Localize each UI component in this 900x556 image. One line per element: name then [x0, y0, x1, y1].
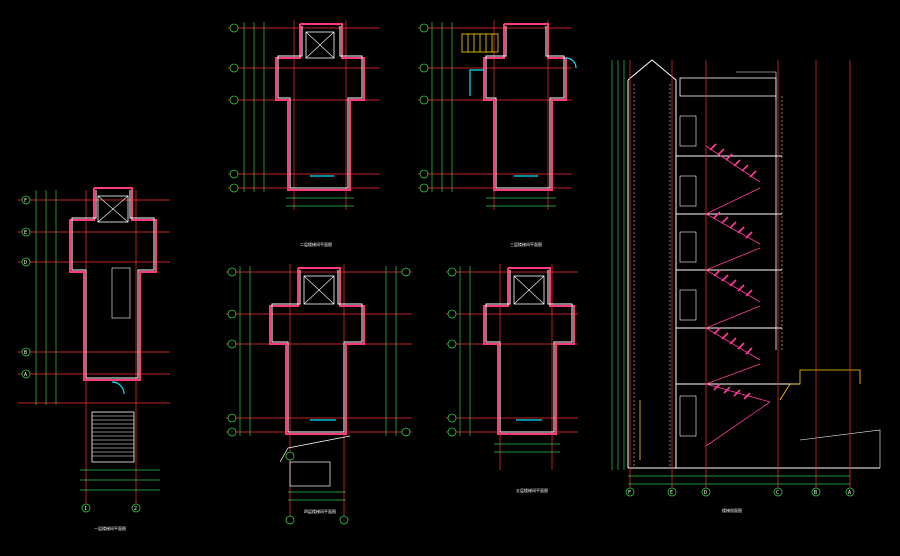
axis-bubble-label: D [704, 490, 707, 496]
axis-bubble-label: B [24, 350, 27, 356]
plan-upper-a: 二层楼梯间平面图 [228, 20, 380, 247]
exterior-steps [91, 411, 135, 463]
plan-caption: 二层楼梯间平面图 [300, 241, 332, 247]
axis-bubble-label: D [24, 260, 27, 266]
plan-upper-d: 五层楼梯间平面图 [446, 264, 578, 493]
plan-upper-b: 三层楼梯间平面图 [418, 20, 577, 247]
axis-bubble-label: E [24, 230, 27, 236]
axis-bubble-label: A [848, 490, 851, 496]
stair-treads [709, 143, 757, 400]
plan-caption: 五层楼梯间平面图 [516, 487, 548, 493]
section: F E D C B A 楼梯剖面图 [611, 59, 881, 513]
axis-bubble-label: B [814, 490, 817, 496]
plan-caption: 一层楼梯间平面图 [94, 525, 126, 531]
stair-flights [705, 145, 771, 447]
axis-bubble-label: F [628, 490, 631, 496]
axis-bubble-label: 2 [134, 506, 137, 512]
plan-caption: 四层楼梯间平面图 [304, 508, 336, 514]
plan-caption: 三层楼梯间平面图 [510, 241, 542, 247]
axis-bubble-label: C [776, 490, 779, 496]
axis-bubble-label: A [24, 372, 27, 378]
plan-ground: F E D B A 1 2 一层楼梯间平面图 [18, 187, 170, 531]
plan-upper-c: 四层楼梯间平面图 [226, 264, 412, 525]
section-caption: 楼梯剖面图 [722, 507, 742, 513]
axis-bubble-label: F [24, 198, 27, 204]
axis-bubble-label: E [670, 490, 673, 496]
axis-bubble-label: 1 [84, 506, 87, 512]
